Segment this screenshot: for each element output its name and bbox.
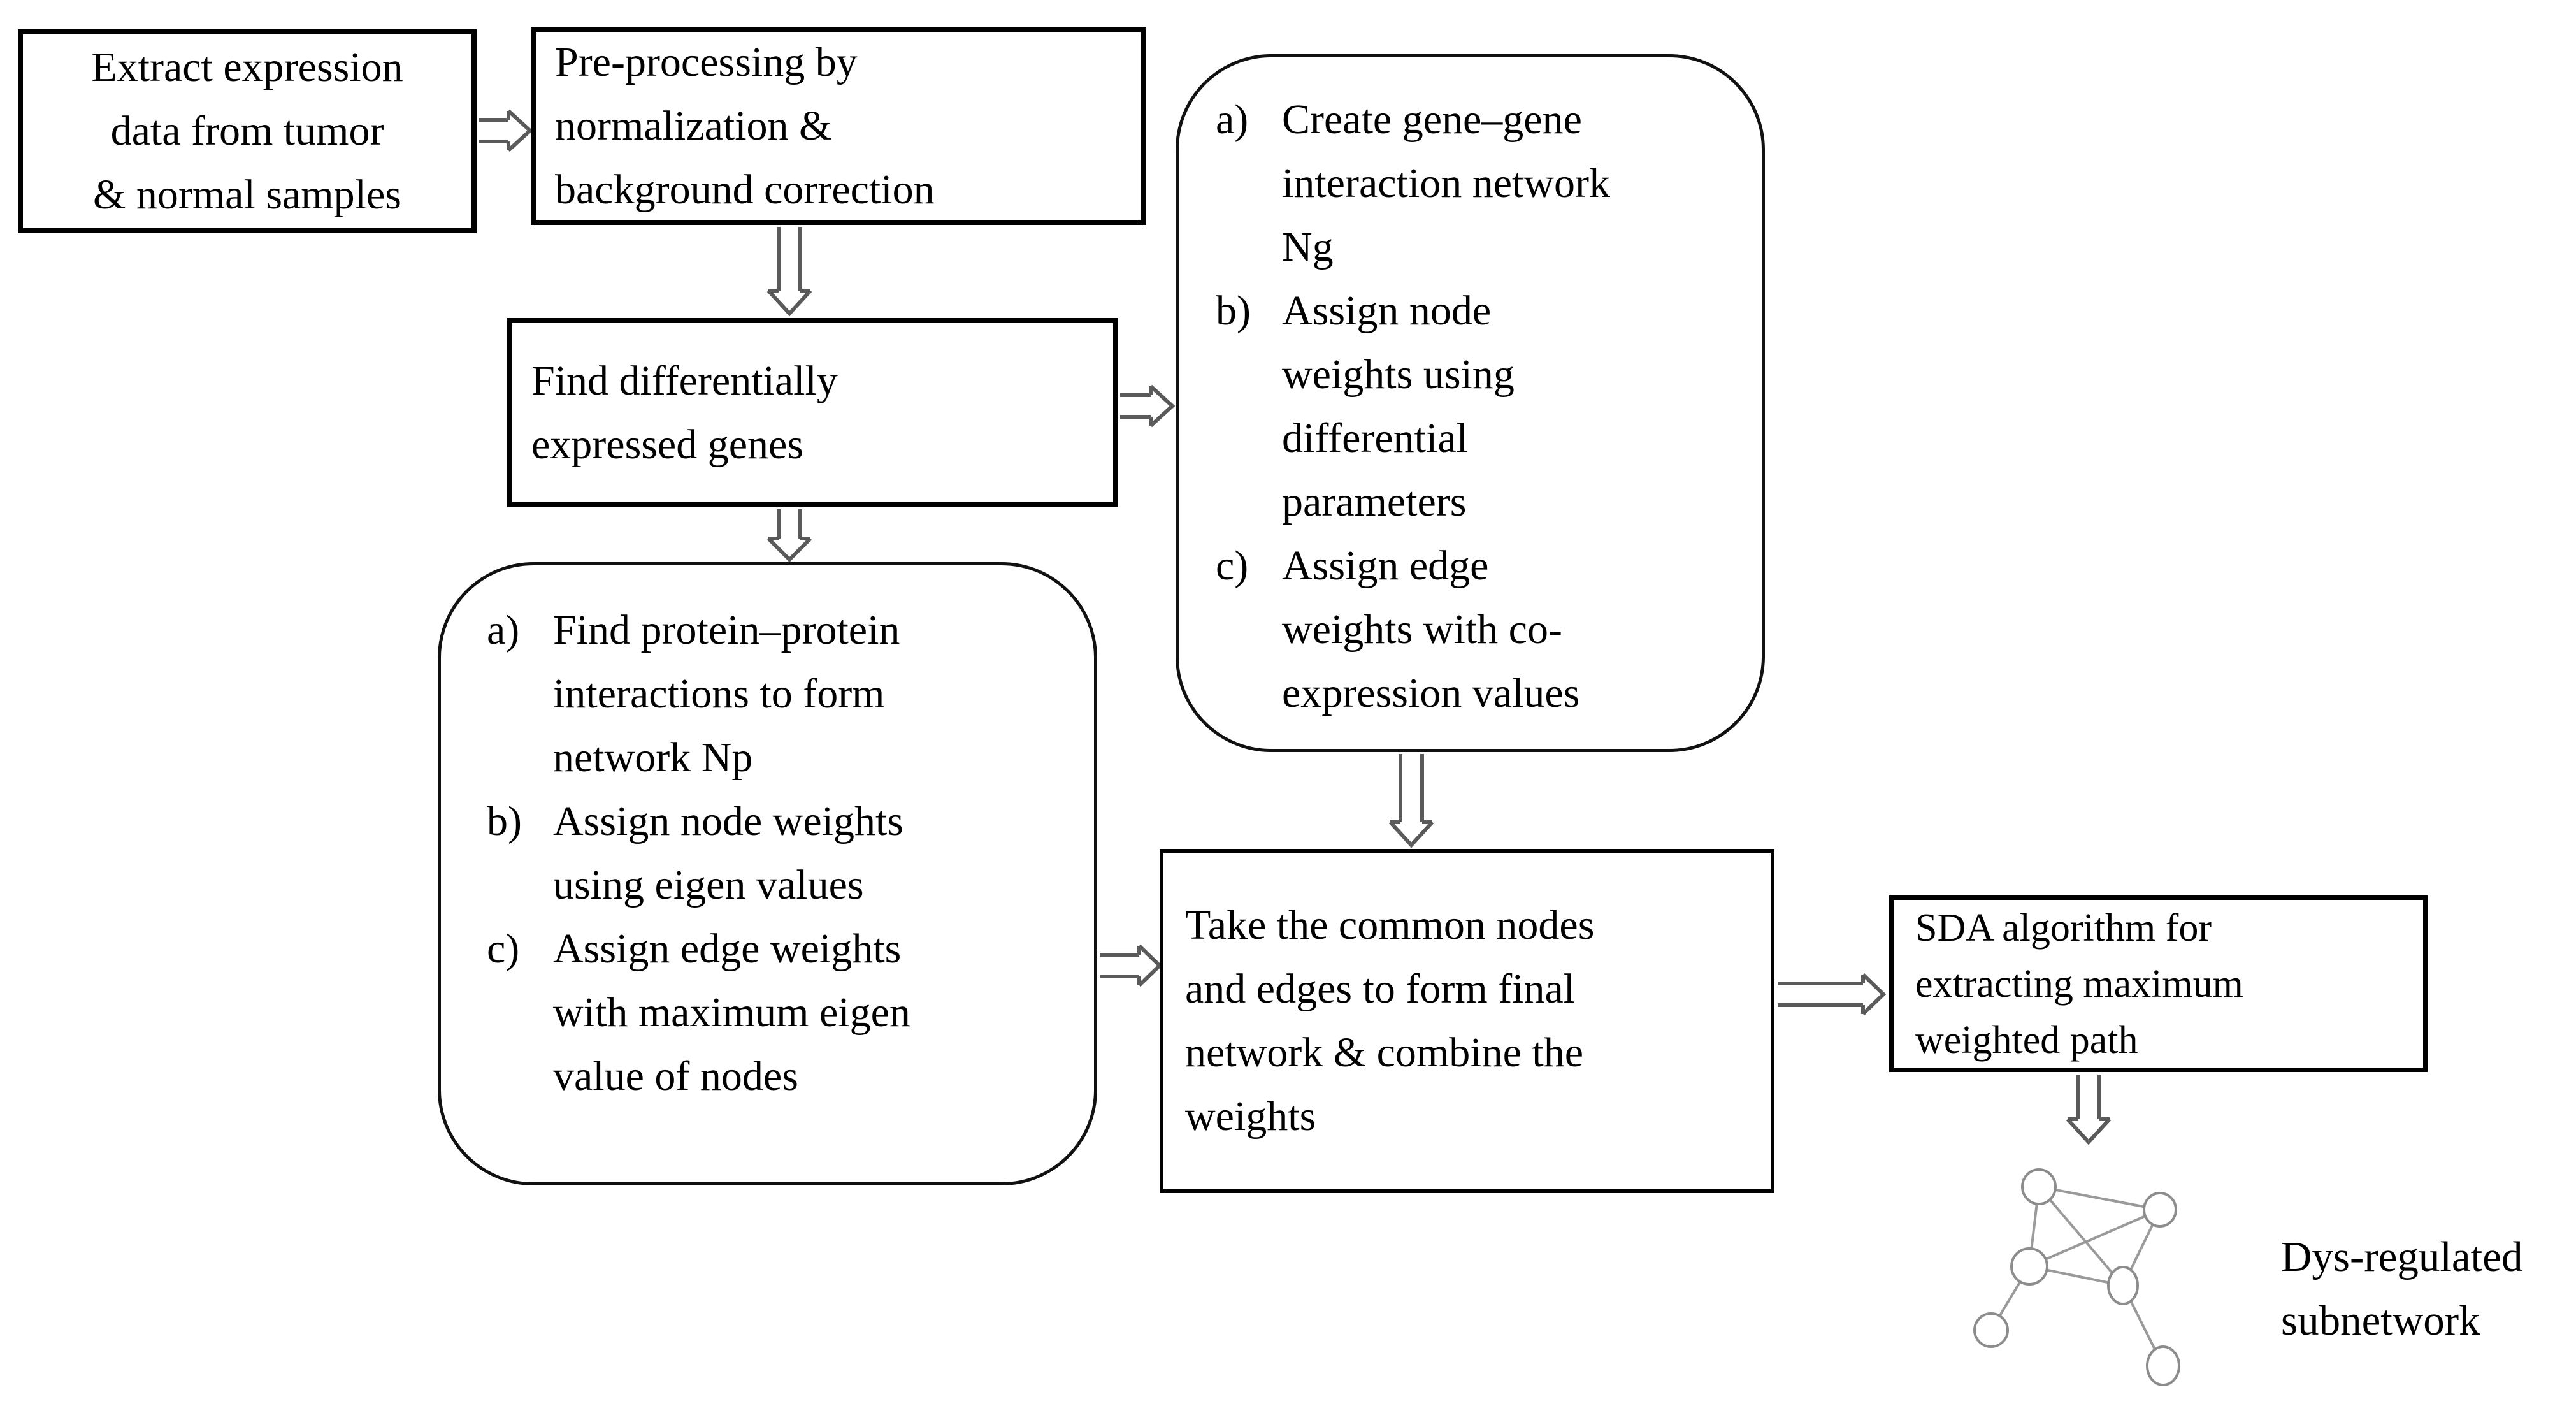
network-edge [2029,1208,2161,1268]
list-item: c) Assign edge weights with co- expressi… [1216,534,1752,725]
list-marker: c) [1216,542,1249,589]
preprocessing-box: Pre-processing by normalization & backgr… [531,27,1146,225]
list-item: a) Create gene–gene interaction network … [1216,88,1752,279]
network-edge [2038,1185,2124,1287]
list-item-text: Assign node weights using differential p… [1282,287,1515,525]
arrow-sda-to-subnetwork [2066,1075,2112,1145]
network-edge [2038,1185,2161,1211]
list-marker: c) [487,925,520,972]
dysregulated-subnetwork-label: Dys-regulated subnetwork [2281,1233,2523,1344]
ppi-network-box: a) Find protein–protein interactions to … [438,562,1097,1185]
list-marker: b) [1216,287,1251,334]
network-edge [2029,1265,2124,1287]
arrow-gene-network-to-combine [1388,754,1434,848]
arrow-ppi-network-to-combine [1100,944,1163,987]
list-item-text: Assign node weights using eigen values [553,798,903,908]
list-marker: a) [487,607,520,653]
arrow-deg-to-ppi-network [766,509,812,563]
network-node [2143,1192,2177,1228]
gene-network-box: a) Create gene–gene interaction network … [1176,54,1765,752]
list-item: b) Assign node weights using differentia… [1216,279,1752,534]
list-item-text: Assign edge weights with co- expression … [1282,542,1580,716]
list-item: a) Find protein–protein interactions to … [487,598,1084,790]
network-edge [2122,1285,2164,1366]
list-marker: b) [487,798,522,844]
extract-data-box: Extract expression data from tumor & nor… [18,29,477,233]
network-node [2010,1247,2048,1286]
list-item-text: Assign edge weights with maximum eigen v… [553,925,910,1099]
network-edge [2122,1209,2161,1286]
network-node [2021,1168,2057,1205]
extract-data-text: Extract expression data from tumor & nor… [91,44,403,218]
combine-network-text: Take the common nodes and edges to form … [1185,902,1595,1140]
combine-network-box: Take the common nodes and edges to form … [1160,849,1774,1193]
differential-expression-box: Find differentially expressed genes [507,318,1118,507]
list-item: b) Assign node weights using eigen value… [487,790,1084,917]
sda-algorithm-text: SDA algorithm for extracting maximum wei… [1915,906,2243,1062]
arrow-preprocess-to-deg [766,227,812,317]
network-graph [1973,1168,2180,1386]
list-item: c) Assign edge weights with maximum eige… [487,917,1084,1108]
network-edge [1990,1265,2031,1331]
sda-algorithm-box: SDA algorithm for extracting maximum wei… [1889,895,2428,1072]
network-node [2146,1345,2180,1386]
arrow-extract-to-preprocess [479,109,533,152]
arrow-deg-to-gene-network [1120,384,1176,428]
arrow-combine-to-sda [1778,973,1887,1016]
preprocessing-text: Pre-processing by normalization & backgr… [555,38,935,213]
list-marker: a) [1216,96,1249,143]
network-node [1973,1312,2009,1348]
network-edge [2028,1186,2040,1267]
differential-expression-text: Find differentially expressed genes [531,357,838,468]
list-item-text: Find protein–protein interactions to for… [553,607,900,781]
network-node [2107,1266,2139,1305]
list-item-text: Create gene–gene interaction network Ng [1282,96,1610,270]
